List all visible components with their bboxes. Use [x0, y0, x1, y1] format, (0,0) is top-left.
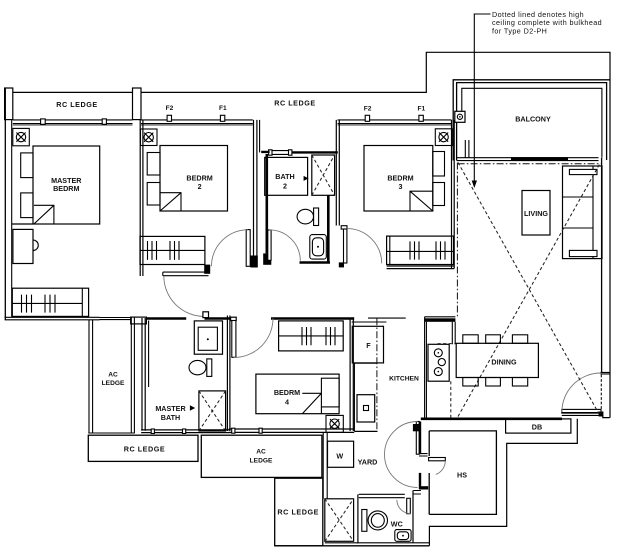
svg-text:F2: F2: [166, 105, 174, 112]
svg-text:F2: F2: [364, 106, 372, 113]
svg-text:RC LEDGE: RC LEDGE: [124, 445, 166, 454]
svg-text:MASTER: MASTER: [51, 176, 82, 185]
svg-text:RC LEDGE: RC LEDGE: [274, 99, 316, 108]
svg-text:BEDRM: BEDRM: [387, 174, 413, 183]
svg-text:DB: DB: [532, 423, 542, 432]
svg-text:F: F: [366, 341, 371, 350]
svg-text:3: 3: [399, 182, 403, 191]
svg-text:YARD: YARD: [358, 457, 378, 466]
svg-text:BATH: BATH: [275, 172, 294, 181]
svg-text:LIVING: LIVING: [524, 209, 548, 218]
svg-text:AC: AC: [256, 449, 266, 456]
svg-text:Dotted lined denotes high: Dotted lined denotes high: [492, 10, 584, 19]
svg-text:KITCHEN: KITCHEN: [389, 375, 419, 382]
svg-text:BEDRM: BEDRM: [53, 184, 79, 193]
svg-text:BEDRM: BEDRM: [186, 174, 212, 183]
svg-text:WC: WC: [391, 520, 403, 529]
svg-text:ceiling complete with bulkhead: ceiling complete with bulkhead: [492, 18, 602, 27]
svg-text:BALCONY: BALCONY: [515, 115, 551, 124]
svg-text:F1: F1: [219, 105, 227, 112]
svg-text:LEDGE: LEDGE: [250, 458, 273, 465]
svg-text:2: 2: [283, 182, 287, 191]
svg-text:HS: HS: [457, 471, 467, 480]
svg-text:DINING: DINING: [491, 357, 517, 366]
svg-text:AC: AC: [108, 372, 118, 379]
svg-text:MASTER: MASTER: [155, 404, 186, 413]
svg-text:RC LEDGE: RC LEDGE: [56, 100, 98, 109]
svg-text:BEDRM: BEDRM: [274, 388, 300, 397]
svg-text:W: W: [336, 451, 343, 460]
svg-text:4: 4: [285, 397, 289, 406]
svg-text:for Type D2-PH: for Type D2-PH: [492, 26, 547, 35]
svg-text:2: 2: [198, 182, 202, 191]
svg-text:RC LEDGE: RC LEDGE: [277, 507, 319, 516]
svg-text:BATH: BATH: [161, 413, 180, 422]
svg-text:F1: F1: [417, 106, 425, 113]
svg-text:LEDGE: LEDGE: [102, 380, 125, 387]
